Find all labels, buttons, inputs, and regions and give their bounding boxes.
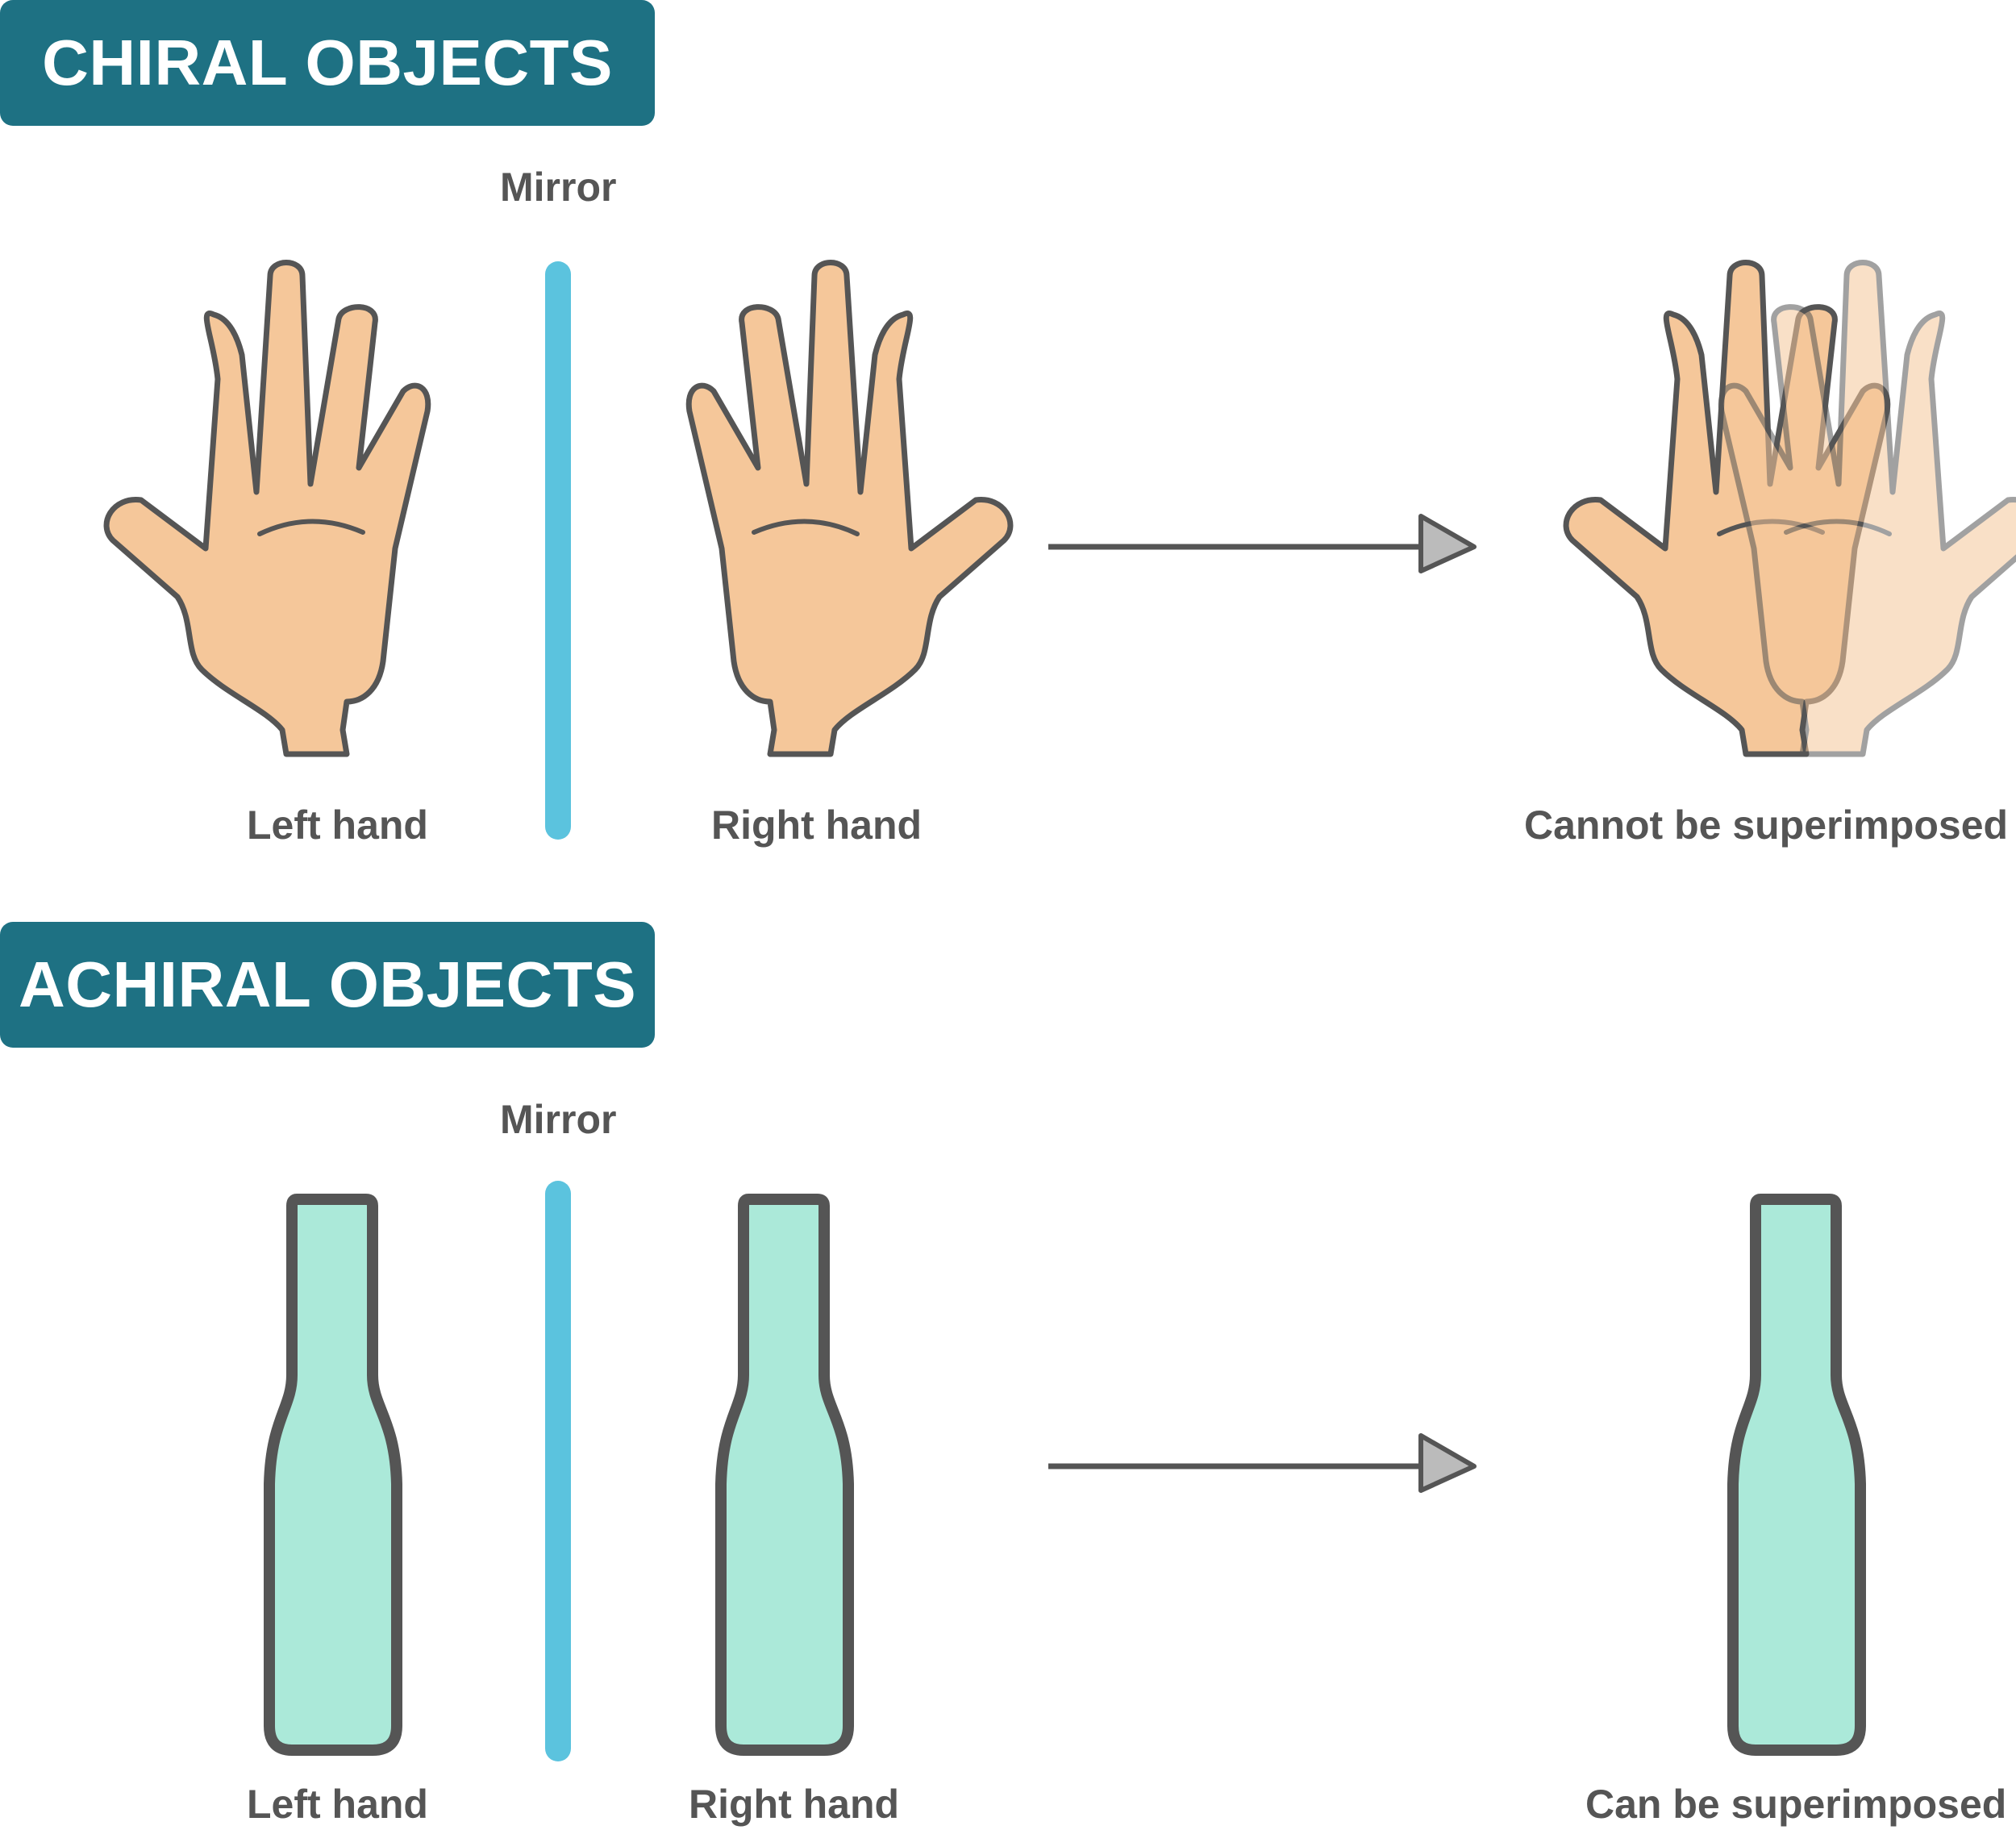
chiral-result-label: Cannot be superimposed xyxy=(1524,802,2009,848)
chiral-mirror-label: Mirror xyxy=(500,165,617,210)
achiral-left-bottle-icon xyxy=(269,1199,397,1750)
superimposed-hands-icon xyxy=(1566,263,2016,755)
achiral-right-bottle-icon xyxy=(721,1199,848,1750)
achiral-right-label: Right hand xyxy=(689,1782,900,1827)
chiral-section-title: CHIRAL OBJECTS xyxy=(0,0,655,126)
right-hand-icon xyxy=(689,263,1010,755)
chiral-right-hand-label: Right hand xyxy=(711,802,923,848)
chiral-section-title-text: CHIRAL OBJECTS xyxy=(42,27,613,98)
achiral-mirror-label: Mirror xyxy=(500,1097,617,1142)
achiral-section-title: ACHIRAL OBJECTS xyxy=(0,922,655,1048)
achiral-arrow-icon xyxy=(1048,1433,1477,1493)
left-hand-icon xyxy=(106,263,428,755)
achiral-result-label: Can be superimposed xyxy=(1585,1782,2007,1827)
chiral-left-hand-label: Left hand xyxy=(247,802,428,848)
chiral-arrow-icon xyxy=(1048,514,1477,573)
achiral-section-title-text: ACHIRAL OBJECTS xyxy=(18,948,637,1020)
achiral-result-bottle-icon xyxy=(1733,1199,1860,1750)
achiral-left-label: Left hand xyxy=(247,1782,428,1827)
